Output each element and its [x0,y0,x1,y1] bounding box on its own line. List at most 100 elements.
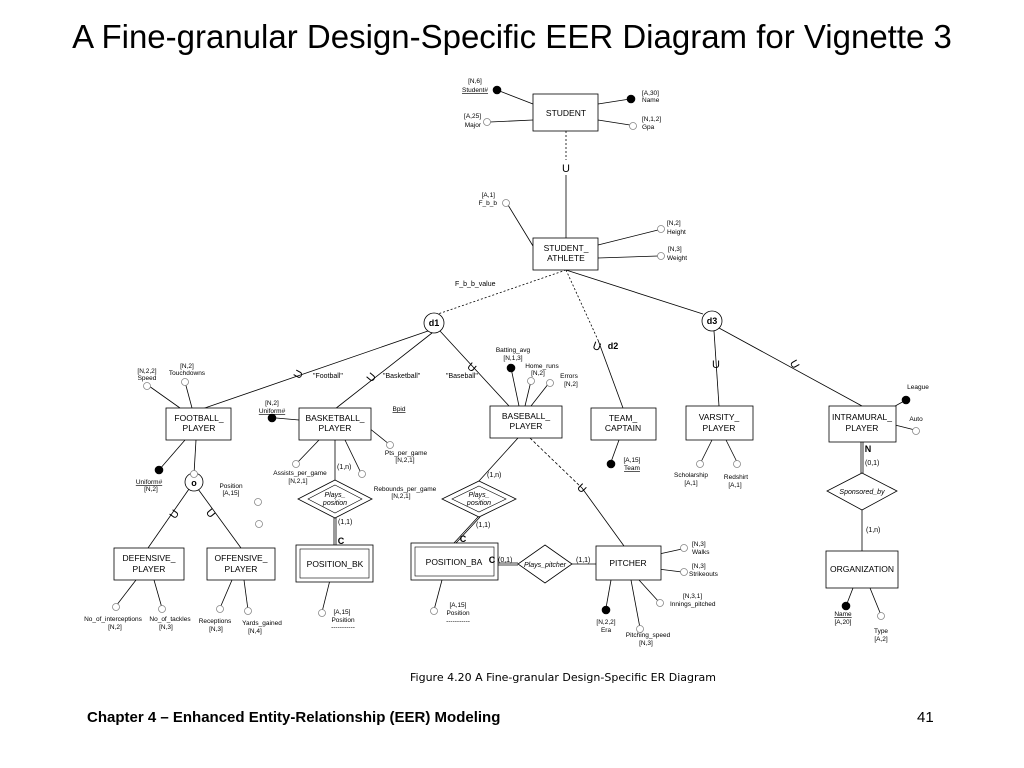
attr-height-name: Height [667,229,686,236]
attr-dot-receptions [216,605,224,613]
attr-name-name: Name [642,97,660,104]
attr-name-type: [A,30] [642,90,659,97]
attr-dot-position-fb [190,470,198,478]
entity-baseball-player[interactable] [489,405,563,439]
entity-organization[interactable] [825,550,899,589]
attr-position-fb-type: [A,15] [223,490,240,497]
cardinality-11-ba: (1,1) [476,522,490,529]
entity-student[interactable] [532,93,599,132]
attr-assists-per-game-type: [N,2,1] [288,478,307,485]
attr-scholarship-type: [A,1] [684,480,698,487]
cardinality-1n-bk: (1,n) [337,464,351,471]
attr-rebounds-per-game-name: Rebounds_per_game [374,486,437,493]
attr-no-interceptions-name: No_of_interceptions [84,616,143,623]
entity-position-bk-inner [299,548,370,579]
entity-student-athlete-label-1: STUDENT_ [544,243,589,253]
entity-defensive-player[interactable] [113,547,185,581]
attr-touchdowns-type: [N,2] [180,363,194,370]
attr-gpa-name: Gpa [642,124,655,131]
attr-org-name-name: Name [834,611,852,618]
attr-position-fb-name: Position [219,483,243,490]
attr-position-ba-dashes: ----------- [446,618,470,625]
relationship-plays-pitcher[interactable] [517,544,573,584]
relationship-plays-position-ba[interactable] [441,480,517,518]
connector-lines [115,89,916,629]
d1-label: d1 [429,318,440,328]
attr-dot-height [657,225,665,233]
attr-bpid: Bpid [392,406,405,413]
subset-symbol-basketball: U [365,371,379,385]
attr-dot-home-runs [527,377,535,385]
attr-position-bk-dashes: ----------- [331,624,355,631]
attr-dot-no-interceptions [112,603,120,611]
relationship-plays-position-bk[interactable] [297,479,373,519]
disjoint-circle-d1[interactable] [423,312,445,334]
attr-dot-strikeouts [680,568,688,576]
entity-basketball-player-label-2: PLAYER [319,423,352,433]
o-label: o [191,478,197,488]
relationship-plays-position-ba-inner [451,485,507,513]
attr-uniform-bk-type: [N,2] [265,400,279,407]
disjoint-circle-d3[interactable] [701,310,723,332]
d2-label: d2 [608,341,619,351]
attr-pitching-speed-type: [N,3] [639,640,653,647]
attr-touchdowns-name: Touchdowns [169,370,206,377]
entity-organization-label: ORGANIZATION [830,564,894,574]
attr-org-name-type: [A,20] [835,619,852,626]
cardinality-01-pitcher: (0,1) [498,557,512,564]
entity-position-bk[interactable] [295,544,374,583]
relationship-plays-position-bk-label-2: position [322,500,347,507]
entity-student-athlete[interactable] [532,237,599,271]
attr-dot-weight [657,252,665,260]
key-attr-dot-league [901,395,911,405]
entity-baseball-player-label-2: PLAYER [510,421,543,431]
fbb-value-label: F_b_b_value [455,281,496,288]
attr-strikeouts-type: [N,3] [692,563,706,570]
entity-intramural-player-label-1: INTRAMURAL_ [832,412,892,422]
entity-varsity-player[interactable] [685,405,754,441]
relationship-sponsored-by[interactable] [826,472,898,511]
cardinality-11-pitcher: (1,1) [576,557,590,564]
attr-pts-per-game-name: Pts_per_game [385,450,428,457]
attr-era-type: [N,2,2] [596,619,615,626]
entity-pitcher-label: PITCHER [609,558,646,568]
attr-student-no-name: Student# [462,87,488,94]
entity-intramural-player[interactable] [828,405,897,443]
attr-errors-name: Errors [560,373,578,380]
entity-football-player-label-1: FOOTBALL_ [174,413,223,423]
entity-offensive-player[interactable] [206,547,276,581]
completeness-c-pitcher: C [489,555,496,565]
attr-position-bk-type: [A,15] [334,609,351,616]
entity-student-athlete-label-2: ATHLETE [547,253,585,263]
attr-yards-gained-name: Yards_gained [242,620,282,627]
key-attr-dot-era [601,605,611,615]
entity-pitcher[interactable] [595,545,662,581]
attr-uniform-fb-type: [N,2] [144,486,158,493]
entity-basketball-player-label-1: BASKETBALL_ [305,413,364,423]
attr-rebounds-per-game-type: [N,2,1] [391,493,410,500]
entity-basketball-player[interactable] [298,407,372,441]
entity-position-ba[interactable] [410,542,499,581]
attr-receptions-type: [N,3] [209,626,223,633]
attr-strikeouts-name: Strikeouts [689,571,719,578]
attr-speed-name: Speed [138,375,157,382]
attr-dot-walks [680,544,688,552]
attr-pitching-speed-name: Pitching_speed [626,632,671,639]
attr-walks-type: [N,3] [692,541,706,548]
attr-org-type-type: [A,2] [874,636,888,643]
attr-major-type: [A,25] [464,113,481,120]
attr-home-runs-name: Home_runs [525,363,559,370]
relationship-plays-pitcher-label: Plays_pitcher [524,562,567,569]
entity-football-player[interactable] [165,407,232,441]
entity-team-captain[interactable] [590,407,657,441]
attr-team-type: [A,15] [624,457,641,464]
slide-title: A Fine-granular Design-Specific EER Diag… [72,18,952,55]
attr-team-name: Team [624,465,640,472]
entity-varsity-player-label-1: VARSITY_ [699,412,740,422]
subset-symbol-varsity: U [712,359,720,371]
attr-dot-extra-2 [255,520,263,528]
subset-symbol-offensive: U [203,507,217,521]
subset-symbol-student: U [562,163,570,175]
entity-intramural-player-label-2: PLAYER [846,423,879,433]
